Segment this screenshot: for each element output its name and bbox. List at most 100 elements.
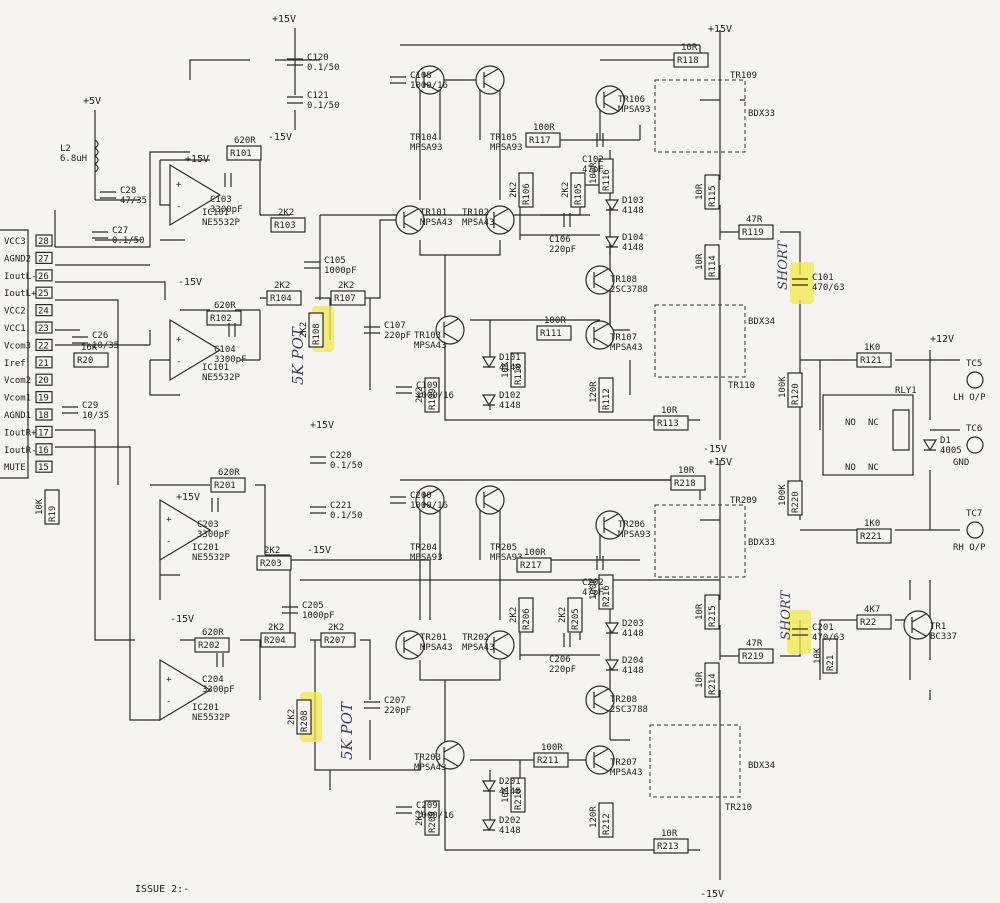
label-c220-ref: C220	[330, 451, 352, 461]
label-r103-ref: R103	[274, 221, 296, 231]
relay-nc-top: NC	[868, 418, 879, 428]
resistor-r108	[308, 312, 324, 348]
label-tr209-val: BDX33	[748, 538, 775, 548]
label-r216-ref: R216	[602, 585, 612, 607]
label-r117-val: 100R	[533, 123, 555, 133]
capacitor-c205	[282, 606, 298, 614]
label-r221-ref: R221	[860, 532, 882, 542]
label-c121-ref: C121	[307, 91, 329, 101]
resistor-r104	[266, 290, 302, 306]
transistor-body-tr206	[603, 513, 619, 537]
label-r111-val: 100R	[544, 316, 566, 326]
label-ic201a-val: NE5532P	[192, 553, 231, 563]
rail-plus15-ic101: +15V	[185, 154, 209, 165]
label-ic101b-val: NE5532P	[202, 373, 241, 383]
label-tr104-val: MPSA93	[410, 143, 443, 153]
label-tr104-ref: TR104	[410, 133, 437, 143]
label-r211-val: 100R	[541, 743, 563, 753]
label-tr209-ref: TR209	[730, 496, 757, 506]
capacitor-c209	[396, 806, 412, 814]
label-tr202-val: MPSA43	[462, 643, 495, 653]
label-tr1-val: BC337	[930, 632, 957, 642]
label-r19-ref: R19	[48, 506, 58, 522]
label-r22-ref: R22	[860, 618, 876, 628]
label-ic101a-ref: IC101	[202, 208, 229, 218]
tr209-outline	[654, 504, 746, 578]
label-r217-val: 100R	[524, 548, 546, 558]
label-r121-val: 1K0	[864, 343, 880, 353]
label-r203-val: 2K2	[264, 546, 280, 556]
label-r113-ref: R113	[657, 419, 679, 429]
tr110-outline	[654, 304, 746, 378]
label-r21-val: 10K	[813, 647, 823, 664]
transistor-tr206	[595, 510, 625, 540]
label-c209-ref: C209	[416, 801, 438, 811]
annotation-short-top: SHORT	[776, 240, 791, 290]
resistor-r210	[510, 777, 526, 813]
label-r108-ref: R108	[312, 323, 322, 345]
resistor-r106	[518, 172, 534, 208]
label-d101-ref: D101	[499, 353, 521, 363]
label-tr110-ref: TR110	[728, 381, 755, 391]
transistor-body-tr104	[423, 68, 439, 92]
label-r116-val: 100R	[589, 162, 599, 184]
label-c200-val: 1000/16	[410, 501, 448, 511]
diode-d101	[481, 356, 497, 369]
rail-plus15-vas: +15V	[708, 24, 732, 35]
label-c28-val: 47/35	[120, 196, 147, 206]
pin-box-20	[35, 373, 53, 386]
label-c203-ref: C203	[197, 520, 219, 530]
resistor-r118	[673, 52, 709, 68]
resistor-r208	[296, 699, 312, 735]
transistor-body-tr105	[483, 68, 499, 92]
capacitor-c204	[216, 653, 224, 667]
capacitor-c107	[364, 326, 380, 334]
capacitor-c221	[310, 506, 326, 514]
label-r221-val: 1K0	[864, 519, 880, 529]
opamp-minus-IC201a: -	[166, 537, 171, 547]
transistor-tr202	[485, 630, 515, 660]
capacitor-c29	[62, 406, 78, 414]
label-r110-ref: R110	[514, 363, 524, 385]
tr109-outline	[654, 79, 746, 153]
label-tr103-ref: TR103	[414, 331, 441, 341]
label-r104-ref: R104	[270, 294, 292, 304]
relay-coil	[892, 409, 910, 451]
label-r209-val: 2K2	[415, 810, 425, 826]
pin-box-23	[35, 321, 53, 334]
capacitor-c201	[792, 628, 808, 636]
resistor-r102	[206, 310, 242, 326]
diode-d203	[604, 622, 620, 635]
resistor-r221	[856, 528, 892, 544]
transistor-body-tr107	[593, 323, 609, 347]
label-c201-ref: C201	[812, 623, 834, 633]
label-r218-val: 10R	[678, 466, 695, 476]
label-r109-val: 2K2	[415, 387, 425, 403]
transistor-tr208	[585, 685, 615, 715]
label-d204-ref: D204	[622, 656, 644, 666]
label-tr201-val: MPSA43	[420, 643, 453, 653]
transistor-body-tr208	[593, 688, 609, 712]
transistor-tr203	[435, 740, 465, 770]
capacitor-c106	[563, 213, 571, 227]
label-c107-ref: C107	[384, 321, 406, 331]
label-r110-val: 10K	[501, 361, 511, 378]
capacitor-c200	[390, 496, 406, 504]
label-c105-val: 1000pF	[324, 266, 357, 276]
label-c206-val: 220pF	[549, 665, 576, 675]
transistor-body-tr108	[593, 268, 609, 292]
resistor-r218	[670, 475, 706, 491]
pin-box-27	[35, 251, 53, 264]
label-d1-val: 4005	[940, 446, 962, 456]
opamp-minus-IC101a: -	[176, 202, 181, 212]
annotation-pot-top: 5K POT	[289, 326, 307, 385]
label-r204-val: 2K2	[268, 623, 284, 633]
label-r104-val: 2K2	[274, 281, 290, 291]
rail-minus15-top-out: -15V	[703, 444, 727, 455]
diode-d201	[481, 780, 497, 793]
rail-plus15-ic201: +15V	[176, 492, 200, 503]
label-r220-ref: R220	[791, 491, 801, 513]
label-c120-ref: C120	[307, 53, 329, 63]
label-ic201a-ref: IC201	[192, 543, 219, 553]
label-c220-val: 0.1/50	[330, 461, 363, 471]
